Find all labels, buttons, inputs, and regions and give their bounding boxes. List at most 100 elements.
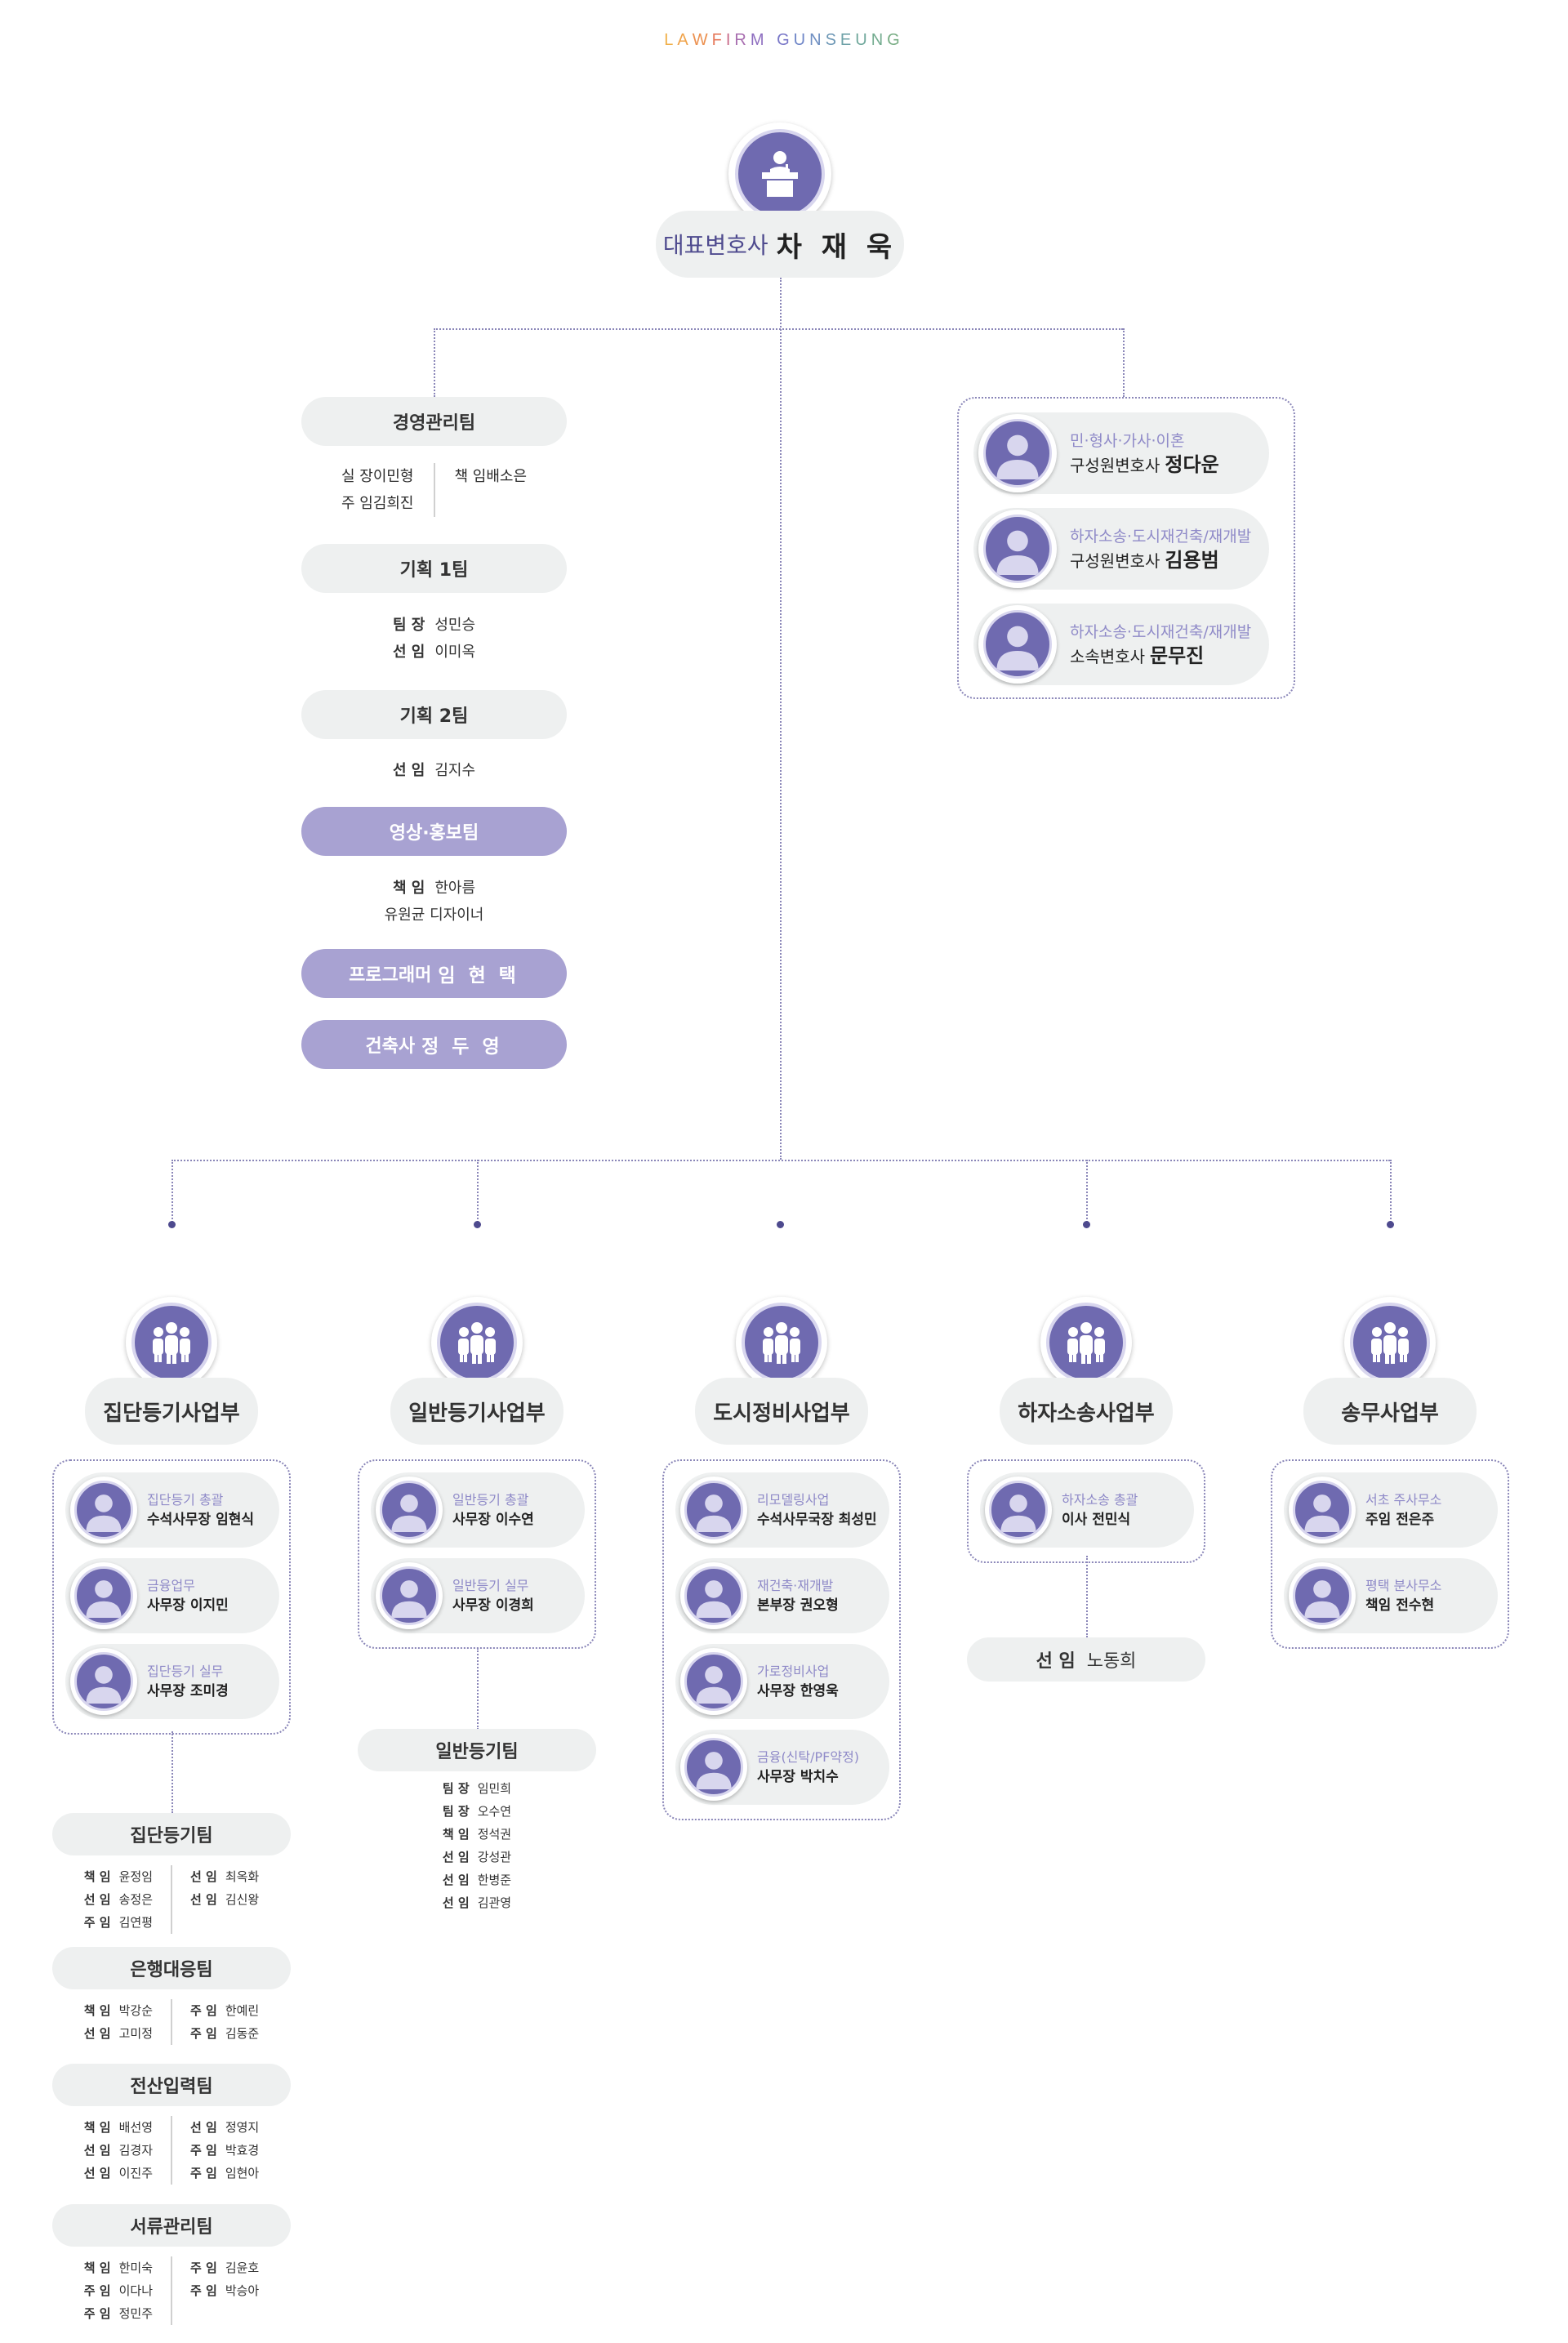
member-name: 최옥화 xyxy=(225,1869,260,1884)
member-role: 주 임 xyxy=(190,2261,217,2275)
dept-person-card: 금융(신탁/PF약정) 사무장 박치수 xyxy=(675,1730,889,1805)
logo-letter: M xyxy=(750,31,768,49)
logo-letter: N xyxy=(871,31,888,49)
person-role: 평택 분사무소 xyxy=(1365,1578,1442,1593)
member-role: 주 임 xyxy=(341,495,373,512)
connector-dot xyxy=(474,1221,481,1228)
member-role: 팀 장 xyxy=(442,1781,470,1796)
dept-avatar xyxy=(1344,1297,1436,1388)
member-name: 임현아 xyxy=(225,2166,260,2180)
lawyers-box xyxy=(957,397,1295,699)
member-row: 팀 장 임민희 xyxy=(358,1777,596,1800)
member-name: 한예린 xyxy=(225,2003,260,2018)
member-role: 팀 장 xyxy=(442,1804,470,1819)
connector-lawyers xyxy=(1123,328,1125,397)
person-title: 책임 전수현 xyxy=(1365,1597,1435,1614)
team-label: 기획 1팀 xyxy=(399,560,469,581)
member-name: 김연평 xyxy=(118,1915,153,1930)
member-name: 김지수 xyxy=(434,762,476,779)
dept-person-text: 금융(신탁/PF약정) 사무장 박치수 xyxy=(757,1748,859,1787)
team-label: 서류관리팀 xyxy=(130,2217,213,2238)
member-role: 실 장 xyxy=(341,468,373,485)
member-name: 김동준 xyxy=(225,2026,260,2041)
programmer-name: 임 현 택 xyxy=(438,965,519,987)
dept-pill: 도시정비사업부 xyxy=(695,1378,868,1445)
member-name: 이진주 xyxy=(118,2166,153,2180)
logo-letter: R xyxy=(734,31,751,49)
member-role: 책 임 xyxy=(392,880,425,897)
member-name: 김관영 xyxy=(477,1895,512,1910)
member-row: 책 임 한아름 xyxy=(301,875,567,902)
dept-avatar xyxy=(431,1297,523,1388)
person-icon xyxy=(989,1481,1048,1539)
member-role: 주 임 xyxy=(190,2003,217,2018)
member-role: 선 임 xyxy=(190,2120,217,2135)
person-avatar xyxy=(680,1648,747,1715)
connector-collective-teams xyxy=(172,1731,173,1813)
person-title: 사무장 한영욱 xyxy=(757,1683,839,1699)
lawyer-name: 문무진 xyxy=(1150,644,1205,667)
logo-letter: E xyxy=(840,31,856,49)
member-name: 박승아 xyxy=(225,2283,260,2298)
member-row: 주 임김희진 xyxy=(341,490,414,517)
logo-letter: U xyxy=(855,31,871,49)
logo-letter: A xyxy=(677,31,693,49)
member-name: 정민주 xyxy=(118,2306,153,2321)
person-role: 가로정비사업 xyxy=(757,1664,830,1679)
person-icon xyxy=(684,1738,743,1797)
member-role: 선 임 xyxy=(442,1895,470,1910)
team-mgmt: 경영관리팀 xyxy=(301,397,567,446)
person-avatar xyxy=(985,1477,1052,1543)
member-name: 유원균 디자이너 xyxy=(384,906,484,924)
member-role: 선 임 xyxy=(1036,1651,1076,1672)
person-title: 사무장 이경희 xyxy=(452,1597,534,1614)
dept-label: 일반등기사업부 xyxy=(408,1401,546,1426)
connector-mgmt xyxy=(434,328,435,397)
person-title: 수석사무국장 최성민 xyxy=(757,1512,877,1528)
dept-pill: 일반등기사업부 xyxy=(390,1378,564,1445)
person-avatar xyxy=(680,1477,747,1543)
person-role: 금융업무 xyxy=(147,1578,195,1593)
team-general-registry: 일반등기팀 xyxy=(358,1729,596,1771)
member-name: 한아름 xyxy=(434,880,476,897)
person-title: 본부장 권오형 xyxy=(757,1597,839,1614)
person-role: 집단등기 총괄 xyxy=(147,1492,224,1508)
member-name: 김희진 xyxy=(372,495,414,512)
connector-dept-5 xyxy=(1390,1160,1392,1225)
collective-team-pill: 서류관리팀 xyxy=(52,2204,291,2247)
team-media: 영상·홍보팀 xyxy=(301,807,567,856)
person-avatar xyxy=(70,1648,137,1715)
group-icon xyxy=(742,1303,822,1383)
lawyer-name: 정다운 xyxy=(1165,452,1219,476)
defect-team-member: 선 임 노동희 xyxy=(967,1637,1205,1682)
person-role: 일반등기 총괄 xyxy=(452,1492,529,1508)
collective-team-pill: 전산입력팀 xyxy=(52,2064,291,2106)
dept-avatar xyxy=(1040,1297,1132,1388)
dept-people-box xyxy=(662,1459,901,1820)
person-avatar xyxy=(70,1562,137,1629)
member-name: 노동희 xyxy=(1086,1651,1137,1672)
member-role: 주 임 xyxy=(190,2166,217,2180)
lawyer-title: 구성원변호사 xyxy=(1070,455,1160,475)
member-name: 임민희 xyxy=(477,1781,512,1796)
person-title: 사무장 박치수 xyxy=(757,1769,839,1785)
person-icon xyxy=(1293,1481,1352,1539)
person-role: 금융(신탁/PF약정) xyxy=(757,1749,860,1765)
ceo-nameplate: 대표변호사 차 재 욱 xyxy=(656,211,904,278)
person-avatar xyxy=(376,1562,443,1629)
architect-label: 건축사 xyxy=(365,1036,416,1057)
connector-dept-2 xyxy=(477,1160,479,1225)
